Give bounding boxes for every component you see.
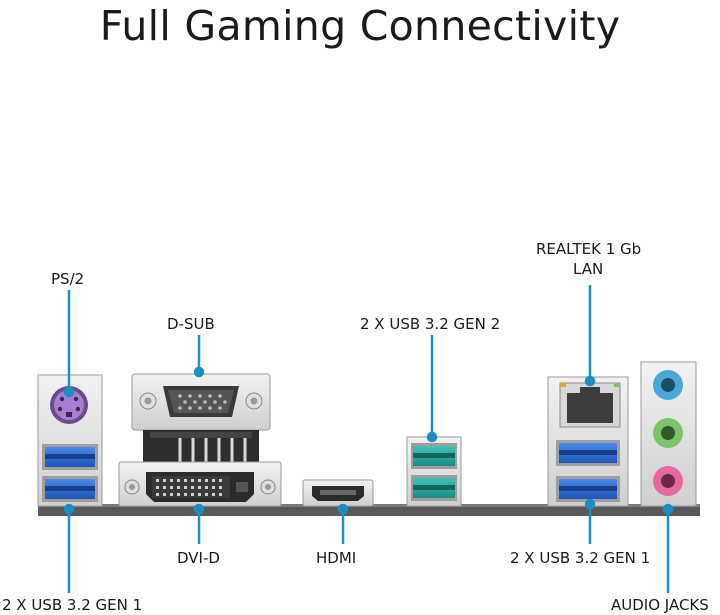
dvid-connector [118,461,282,507]
label-ps2: PS/2 [51,270,85,288]
dsub-connector [131,373,271,462]
label-hdmi: HDMI [316,549,357,567]
label-usb-gen2: 2 X USB 3.2 GEN 2 [360,315,501,333]
usb-gen2-stack [406,436,462,507]
label-usb-gen1-right: 2 X USB 3.2 GEN 1 [510,549,651,567]
label-lan-line1: REALTEK 1 Gb [536,240,642,258]
label-usb-gen1-left: 2 X USB 3.2 GEN 1 [2,596,143,614]
label-dvid: DVI-D [177,549,220,567]
label-audio-jacks: AUDIO JACKS [611,596,709,614]
audio-jack-stack [640,361,697,507]
callout-lines [63,285,674,593]
lan-usb-stack [547,376,629,507]
page-title: Full Gaming Connectivity [99,2,621,50]
label-dsub: D-SUB [167,315,215,333]
label-lan-line2: LAN [573,260,604,278]
hdmi-connector [302,479,374,507]
